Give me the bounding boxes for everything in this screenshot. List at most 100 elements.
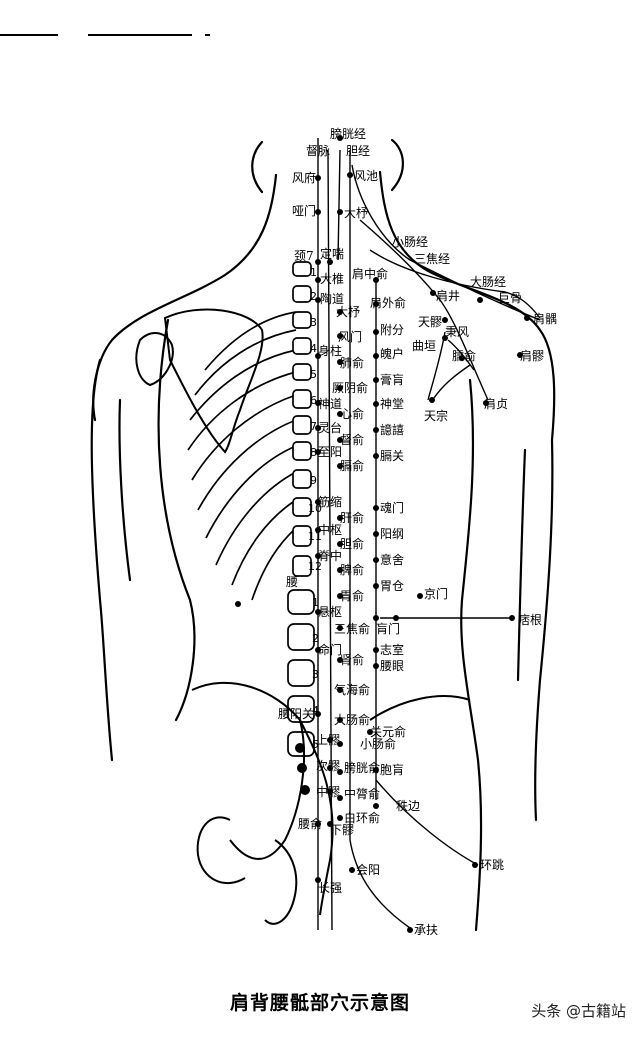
label-xialiao: 下髎 (330, 823, 354, 837)
vertebra-number: 4 (310, 342, 317, 355)
label-fufen: 附分 (380, 323, 404, 337)
label-du-meridian: 督脉 (306, 143, 330, 158)
label-pishu: 脾俞 (340, 562, 364, 577)
label-dazhui: 大椎 (320, 271, 344, 286)
label-geguan: 膈关 (380, 449, 404, 463)
label-tianliao: 天髎 (418, 315, 442, 329)
vertebra-number: 1 (310, 266, 317, 279)
label-zhongshu: 中枢 (318, 522, 342, 537)
label-cervical7: 颈7 (294, 249, 314, 263)
label-yaoshu: 腰俞 (298, 816, 322, 831)
right-inner-arm (516, 448, 527, 682)
label-dushu: 督俞 (340, 432, 364, 447)
head-right-contour (390, 138, 404, 192)
label-gb-meridian: 胆经 (346, 144, 370, 158)
label-jinsuo: 筋缩 (318, 494, 342, 509)
page-header-rule-right (88, 34, 192, 36)
label-shentang: 神堂 (380, 397, 404, 411)
label-jizhong: 脊中 (318, 548, 342, 563)
label-qihaishu: 气海俞 (334, 682, 370, 697)
label-lumbar: 腰 (286, 575, 298, 589)
vertebra-number: 4 (312, 704, 319, 717)
label-jianzhen: 肩贞 (484, 396, 508, 411)
label-bingfeng: 秉风 (445, 325, 469, 339)
label-zhongliao: 中髎 (316, 784, 340, 799)
vertebra-number: 9 (310, 474, 317, 487)
label-fengmen: 风门 (338, 329, 362, 344)
label-dachang-meridian: 大肠经 (470, 275, 506, 289)
label-dingchuan: 定喘 (320, 246, 344, 261)
vertebra-number: 5 (310, 368, 317, 381)
label-yishe: 意舍 (380, 552, 404, 567)
label-xinshu: 心俞 (340, 406, 364, 421)
neck-trapezius-right (378, 170, 556, 442)
label-feishu: 肺俞 (340, 355, 364, 370)
label-baihuanshu: 白环俞 (344, 810, 380, 825)
label-xiaochang-meridian: 小肠经 (392, 235, 428, 249)
label-guanyuanshu: 关元俞 (370, 724, 406, 739)
label-jueyinshu: 厥阴俞 (332, 380, 368, 395)
vertebra-number: 3 (310, 316, 317, 329)
label-yixi: 譩譆 (380, 422, 404, 437)
label-zhibian: 秩边 (396, 799, 420, 813)
vertebra-number-labels: 1 2 3 4 5 6 7 8 9 10 11 12 1 2 3 4 5 (308, 266, 322, 751)
label-pigen: 痞根 (518, 612, 542, 627)
left-flank (157, 318, 196, 722)
label-geshu: 膈俞 (340, 458, 364, 473)
label-jianyu: 肩髃 (533, 311, 557, 326)
label-yanggang: 阳纲 (380, 527, 404, 541)
body-outline (90, 138, 556, 932)
label-jingmen: 京门 (424, 586, 448, 601)
label-tianzong: 天宗 (424, 408, 448, 423)
label-pangguangshu: 膀胱俞 (344, 760, 380, 775)
label-zhonglushu: 中膂俞 (344, 786, 380, 801)
vertebra-number: 10 (308, 502, 322, 515)
label-dazhu-top: 大杼 (344, 205, 368, 220)
vertebra-number: 3 (312, 668, 319, 681)
scapula-left (135, 308, 264, 454)
label-fengfu: 风府 (292, 170, 316, 185)
acupoint-dots (235, 135, 530, 933)
label-huantiao: 环跳 (480, 858, 504, 872)
label-jianzhongshu: 肩中俞 (352, 266, 388, 281)
label-zhiyang: 至阳 (318, 445, 342, 459)
vertebra-number: 11 (308, 530, 322, 543)
label-shendao: 神道 (318, 397, 342, 411)
acupoint-labels: 膀胱经 督脉 胆经 风府 风池 哑门 大杼 小肠经 三焦经 大肠经 颈7 定喘 … (278, 126, 557, 937)
label-gaohuang: 膏肓 (380, 372, 404, 387)
label-mingmen: 命门 (318, 642, 342, 657)
label-yaoyan: 腰眼 (380, 659, 404, 673)
ribs-left (187, 311, 297, 601)
label-chengfu: 承扶 (414, 922, 438, 937)
label-zhishi: 志室 (380, 642, 404, 657)
watermark: 头条 @古籍站 (531, 1002, 626, 1020)
vertebra-number: 2 (310, 290, 317, 303)
vertebra-number: 6 (310, 394, 317, 407)
label-dashu: 大杼 (336, 304, 360, 319)
vertebra-number: 7 (310, 420, 317, 433)
left-inner-arm (118, 398, 132, 582)
label-huiyang: 会阳 (356, 863, 380, 877)
label-yamen: 哑门 (292, 203, 316, 218)
label-shenzhu: 身柱 (318, 343, 342, 358)
label-sanjiao-meridian: 三焦经 (414, 252, 450, 266)
label-yaoyangguan: 腰阳关 (278, 707, 314, 721)
head-left-contour (251, 140, 264, 194)
label-taodao: 陶道 (320, 291, 344, 306)
label-weishu: 胃俞 (340, 588, 364, 603)
right-arm (534, 438, 554, 822)
label-ciliao: 次髎 (316, 759, 340, 773)
label-lingtai: 灵台 (318, 420, 342, 435)
label-baohuang: 胞肓 (380, 762, 404, 777)
label-ganshu: 肝俞 (340, 510, 364, 525)
label-jianjing: 肩井 (436, 288, 460, 303)
label-pohu: 魄户 (380, 346, 404, 361)
vertebra-number: 2 (312, 632, 319, 645)
label-naoshu: 臑俞 (452, 348, 476, 363)
vertebra-number: 5 (312, 738, 319, 751)
label-changqiang: 长强 (318, 881, 342, 895)
label-quyuan: 曲垣 (412, 339, 436, 353)
label-jianliao: 肩髎 (520, 348, 544, 363)
left-arm (90, 358, 114, 762)
label-bladder-meridian: 膀胱经 (330, 126, 366, 141)
